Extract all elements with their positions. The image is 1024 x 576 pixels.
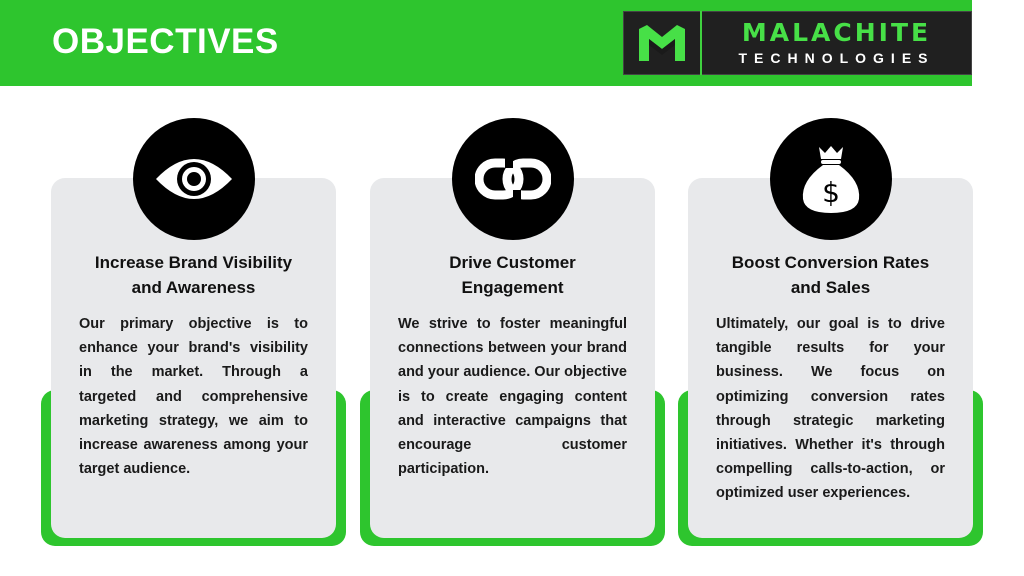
page-title: OBJECTIVES [52,22,279,61]
objective-card-customer-engagement: Drive Customer Engagement We strive to f… [360,118,665,546]
card-title: Increase Brand Visibility and Awareness [71,250,316,300]
card-title-line1: Boost Conversion Rates [731,253,930,272]
card-title: Drive Customer Engagement [390,250,635,300]
card-title-line2: Engagement [461,278,564,297]
card-title-line2: and Sales [790,278,871,297]
objective-card-brand-visibility: Increase Brand Visibility and Awareness … [41,118,346,546]
objective-card-conversion-rates: $ Boost Conversion Rates and Sales Ultim… [678,118,983,546]
card-description: Ultimately, our goal is to drive tangibl… [716,316,945,502]
logo-wordmark: MALACHITE TECHNOLOGIES [702,19,971,67]
card-panel: Drive Customer Engagement We strive to f… [370,118,655,538]
logo-name: MALACHITE [741,18,932,47]
card-description: We strive to foster meaningful connectio… [398,316,627,478]
malachite-m-logo-icon [624,11,702,75]
card-title-line1: Increase Brand Visibility [94,253,293,272]
eye-icon [133,118,255,240]
money-bag-icon: $ [770,118,892,240]
svg-text:$: $ [822,176,840,209]
card-panel: Increase Brand Visibility and Awareness … [51,118,336,538]
card-title: Boost Conversion Rates and Sales [708,250,953,300]
card-title-line1: Drive Customer [449,253,576,272]
logo-subtitle: TECHNOLOGIES [738,50,935,66]
company-logo: MALACHITE TECHNOLOGIES [623,11,972,75]
link-icon [452,118,574,240]
card-description: Our primary objective is to enhance your… [79,316,308,478]
card-title-line2: and Awareness [131,278,256,297]
card-panel: $ Boost Conversion Rates and Sales Ultim… [688,118,973,538]
